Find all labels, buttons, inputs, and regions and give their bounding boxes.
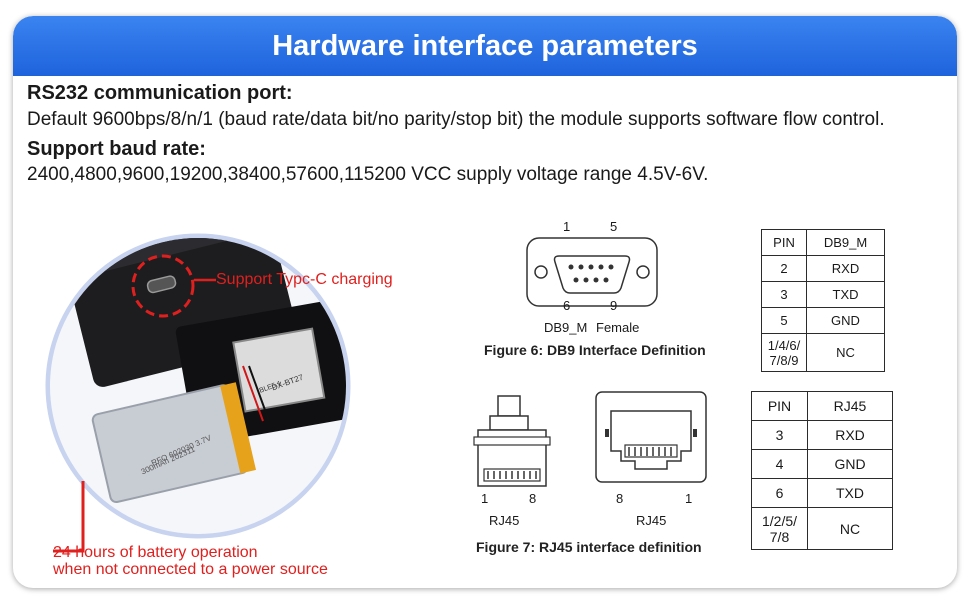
rj45-table-cell: 4 [751,449,808,479]
battery-label-line2: when not connected to a power source [53,561,328,578]
rj45-table-cell: 1/2/5/ 7/8 [751,507,808,550]
rs232-heading: RS232 communication port: [27,82,293,104]
db9-table-header: PIN [761,229,807,256]
rj45-jack-pin-left: 8 [616,491,624,506]
db9-pin1-label: 1 [563,219,571,234]
rj45-table-cell: RXD [807,420,893,450]
rj45-table-header: RJ45 [807,391,893,421]
baud-heading: Support baud rate: [27,138,206,160]
typec-label: Support Typc-C charging [216,271,393,288]
rj45-jack-pin-right: 1 [685,491,693,506]
db9-table-cell: 2 [761,255,807,282]
db9-name: DB9_M [544,320,588,335]
db9-table-cell: 1/4/6/ 7/8/9 [761,333,807,372]
rj45-table-cell: 3 [751,420,808,450]
rj45-plug-label: RJ45 [489,513,520,528]
rj45-pin-table: PIN RJ45 3 RXD 4 GND 6 TXD 1/2/5/ 7/8 NC [751,391,893,550]
db9-table-cell: TXD [806,281,885,308]
db9-table-cell: 3 [761,281,807,308]
spec-card: Hardware interface parameters RS232 comm… [13,16,957,588]
battery-leader-line [53,481,85,553]
db9-connector-diagram [526,237,658,307]
product-photo [45,233,351,553]
rj45-table-header: PIN [751,391,808,421]
battery [91,382,257,504]
db9-type: Female [596,320,640,335]
db9-caption: Figure 6: DB9 Interface Definition [484,342,706,358]
baud-text: 2400,4800,9600,19200,38400,57600,115200 … [27,164,709,185]
db9-table-header: DB9_M [806,229,885,256]
db9-pin5-label: 5 [610,219,618,234]
db9-pin6-label: 6 [563,298,571,313]
rj45-plug-pin-left: 1 [481,491,489,506]
db9-pin9-label: 9 [610,298,618,313]
rj45-caption: Figure 7: RJ45 interface definition [476,539,702,555]
db9-table-cell: NC [806,333,885,372]
rj45-table-cell: NC [807,507,893,550]
db9-pin-table: PIN DB9_M 2 RXD 3 TXD 5 GND 1/4/6/ 7/8/9… [761,229,885,372]
rj45-table-cell: 6 [751,478,808,508]
battery-label-line1: 24 hours of battery operation [53,544,258,561]
db9-table-cell: RXD [806,255,885,282]
rs232-text: Default 9600bps/8/n/1 (baud rate/data bi… [27,109,885,130]
rj45-plug-diagram [473,395,551,487]
db9-table-cell: GND [806,307,885,334]
rj45-table-cell: GND [807,449,893,479]
rj45-jack-label: RJ45 [636,513,667,528]
rj45-jack-diagram [595,391,707,483]
typec-highlight-circle [131,254,195,318]
db9-table-cell: 5 [761,307,807,334]
page-title: Hardware interface parameters [13,16,957,76]
usb-c-port [146,275,177,294]
rj45-plug-pin-right: 8 [529,491,537,506]
rj45-table-cell: TXD [807,478,893,508]
